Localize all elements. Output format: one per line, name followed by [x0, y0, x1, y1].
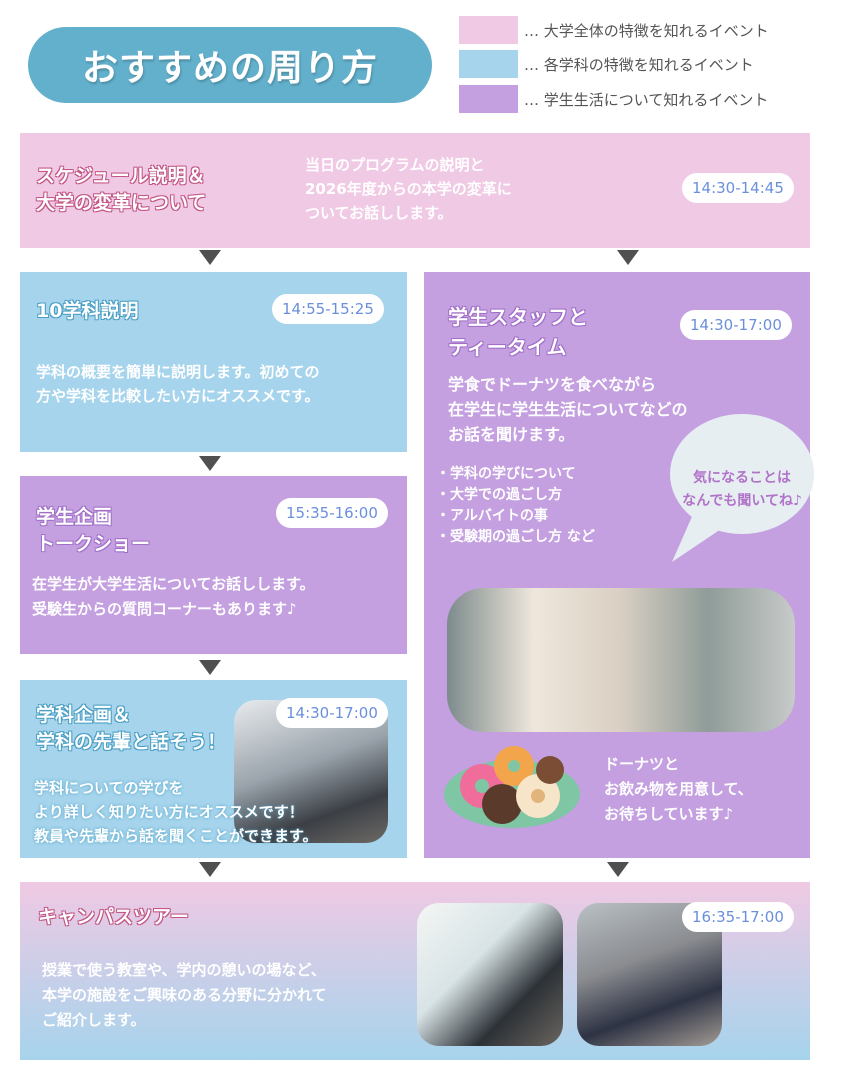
donuts-illustration	[444, 746, 580, 828]
tour-photo-1	[417, 903, 563, 1046]
desc-line: 受験生からの質問コーナーもあります♪	[32, 600, 297, 618]
desc-line: 本学の施設をご興味のある分野に分かれて	[42, 986, 327, 1004]
desc-line: お飲み物を用意して、	[604, 780, 753, 798]
desc-line: より詳しく知りたい方にオススメです！	[34, 803, 304, 821]
desc-line: ドーナツと	[604, 755, 680, 773]
desc-line: 方や学科を比較したい方にオススメです。	[36, 387, 320, 405]
heading: トークショー	[36, 533, 151, 555]
time-badge: 15:35-16:00	[276, 498, 388, 528]
desc-line: お待ちしています♪	[604, 805, 734, 823]
legend-swatch-pink	[459, 16, 518, 44]
arrow-down-icon	[199, 660, 221, 675]
dept-card: 10学科説明 14:55-15:25 学科の概要を簡単に説明します。初めての方や…	[20, 272, 407, 452]
desc-line: 学科の概要を簡単に説明します。初めての	[36, 363, 320, 381]
bubble-text: なんでも聞いてね♪	[682, 493, 802, 509]
tea-photo	[447, 588, 795, 732]
bullet-item: ・受験期の過ごし方 など	[436, 529, 595, 545]
arrow-down-icon	[607, 862, 629, 877]
time-badge: 16:35-17:00	[682, 902, 794, 932]
bubble-text: 気になることは	[693, 470, 791, 486]
heading: キャンパスツアー	[38, 906, 189, 928]
legend-swatch-purple	[459, 85, 518, 113]
heading: 学生企画	[36, 506, 113, 528]
speech-bubble	[670, 414, 814, 562]
tea-card: 学生スタッフとティータイム 14:30-17:00 学食でドーナツを食べながら在…	[424, 272, 814, 858]
heading: 学科の先輩と話そう！	[36, 731, 227, 753]
desc-line: 教員や先輩から話を聞くことができます。	[34, 827, 318, 845]
desc-line: お話を聞けます。	[448, 425, 575, 444]
legend-swatch-blue	[459, 50, 518, 78]
desc-line: 在学生が大学生活についてお話しします。	[32, 575, 315, 593]
desc-line: 2026年度からの本学の変革に	[305, 180, 512, 198]
senpai-card: 学科企画＆ 学科の先輩と話そう！ 14:30-17:00 学科についての学びをより…	[20, 680, 407, 858]
heading: スケジュール説明＆	[36, 165, 206, 187]
heading: 学科企画＆	[36, 704, 132, 726]
talk-card: 学生企画トークショー 15:35-16:00 在学生が大学生活についてお話ししま…	[20, 476, 407, 654]
legend-label: … 学生生活について知れるイベント	[524, 91, 769, 109]
tour-card: キャンパスツアー 授業で使う教室や、学内の憩いの場など、本学の施設をご興味のある…	[20, 882, 810, 1060]
desc-line: 当日のプログラムの説明と	[305, 156, 485, 174]
legend-label: … 大学全体の特徴を知れるイベント	[524, 22, 769, 40]
time-badge: 14:30-14:45	[682, 173, 794, 203]
desc-line: 学食でドーナツを食べながら	[448, 375, 657, 394]
desc-line: ついてお話しします。	[305, 204, 453, 222]
bullet-item: ・アルバイトの事	[436, 508, 548, 524]
bullet-item: ・大学での過ごし方	[436, 487, 562, 503]
desc-line: ご紹介します。	[42, 1011, 146, 1029]
arrow-down-icon	[199, 862, 221, 877]
schedule-card: スケジュール説明＆ 大学の変革について 当日のプログラムの説明と 2026年度からの…	[20, 133, 810, 248]
desc-line: 授業で使う教室や、学内の憩いの場など、	[42, 961, 326, 979]
arrow-down-icon	[617, 250, 639, 265]
heading: 10学科説明	[36, 300, 139, 322]
time-badge: 14:55-15:25	[272, 294, 384, 324]
time-badge: 14:30-17:00	[276, 698, 388, 728]
heading: 大学の変革について	[36, 192, 207, 214]
legend-label: … 各学科の特徴を知れるイベント	[524, 56, 754, 74]
arrow-down-icon	[199, 250, 221, 265]
heading: 学生スタッフと	[448, 305, 588, 329]
desc-line: 学科についての学びを	[34, 779, 184, 797]
arrow-down-icon	[199, 456, 221, 471]
page-title: おすすめの周り方	[28, 27, 432, 103]
desc-line: 在学生に学生生活についてなどの	[448, 400, 688, 419]
bullet-item: ・学科の学びについて	[436, 466, 576, 482]
heading: ティータイム	[448, 335, 567, 359]
time-badge: 14:30-17:00	[680, 310, 792, 340]
